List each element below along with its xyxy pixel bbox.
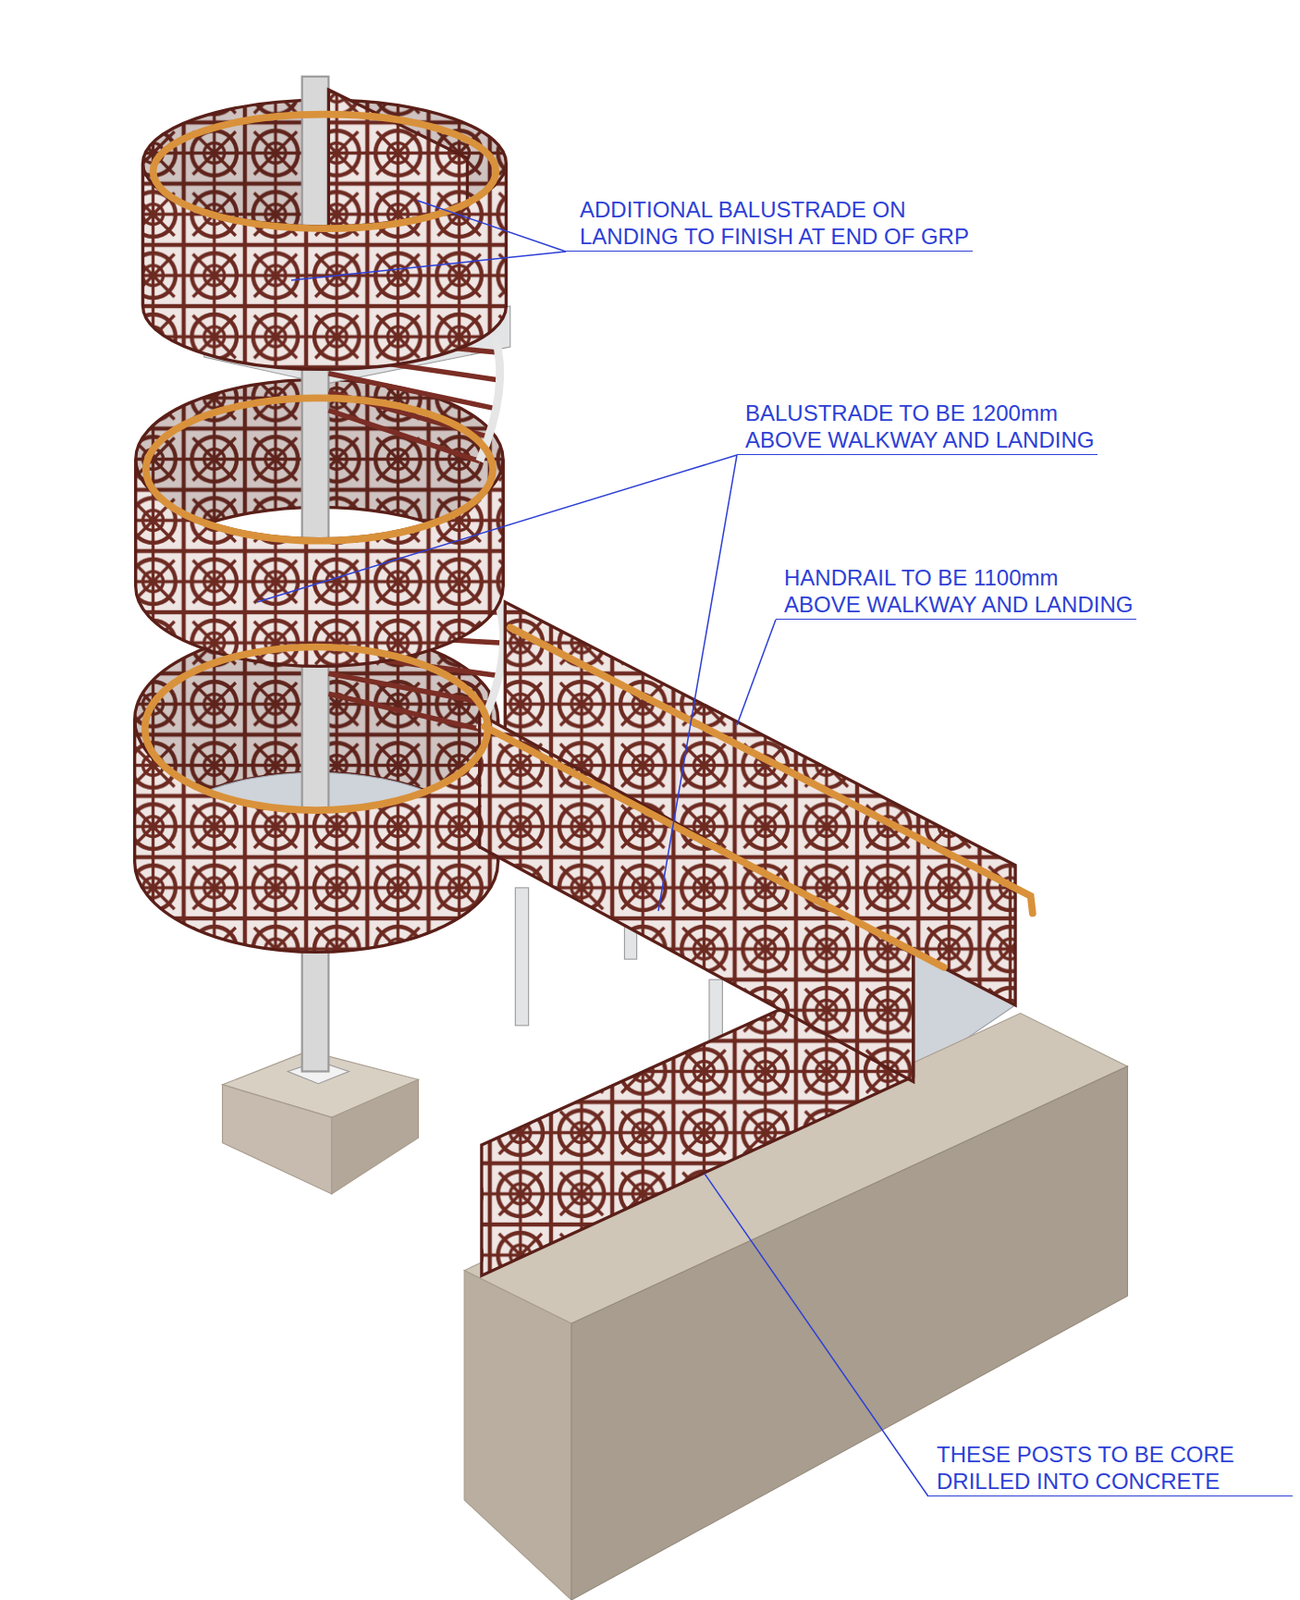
callout-note: THESE POSTS TO BE CORE DRILLED INTO CONC… — [928, 1440, 1293, 1497]
note-text: THESE POSTS TO BE CORE DRILLED INTO CONC… — [936, 1440, 1293, 1495]
callout-note: BALUSTRADE TO BE 1200mm ABOVE WALKWAY AN… — [736, 399, 1098, 455]
callout-note: ADDITIONAL BALUSTRADE ON LANDING TO FINI… — [565, 196, 973, 252]
note-text: ADDITIONAL BALUSTRADE ON LANDING TO FINI… — [579, 196, 973, 250]
note-text: BALUSTRADE TO BE 1200mm ABOVE WALKWAY AN… — [745, 399, 1098, 454]
callout-note: HANDRAIL TO BE 1100mm ABOVE WALKWAY AND … — [775, 564, 1137, 620]
note-text: HANDRAIL TO BE 1100mm ABOVE WALKWAY AND … — [784, 564, 1137, 618]
